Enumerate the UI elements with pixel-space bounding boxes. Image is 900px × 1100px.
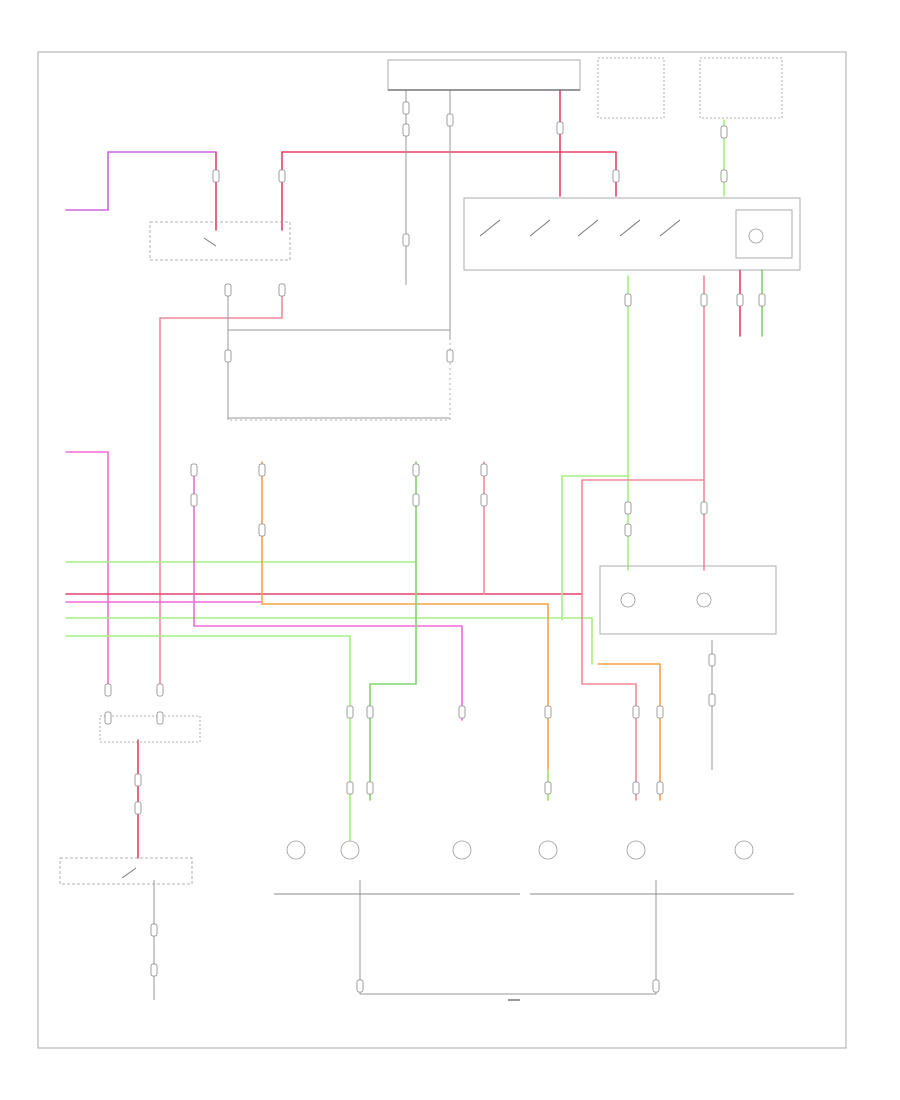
fuse-a-box xyxy=(597,57,665,119)
components xyxy=(59,57,801,1001)
connector-31 xyxy=(156,683,164,697)
connector-47 xyxy=(708,653,716,667)
connector-21 xyxy=(480,493,488,507)
connector-27 xyxy=(624,501,632,515)
connector-3 xyxy=(402,101,410,115)
wire-pink-center xyxy=(193,469,463,721)
hazard-switch-contact xyxy=(121,867,137,879)
connector-10 xyxy=(278,283,286,297)
connector-17 xyxy=(412,463,420,477)
connector-12 xyxy=(446,349,454,363)
diagram-frame xyxy=(37,51,847,1049)
combo-switch-contact xyxy=(203,237,217,247)
connector-38 xyxy=(458,705,466,719)
hazard-indicator-lamp xyxy=(748,228,764,244)
turn-signal-switch-box xyxy=(227,329,451,421)
connector-5 xyxy=(556,121,564,135)
wire-feed-left xyxy=(65,151,217,211)
combo-switch-box xyxy=(149,221,291,261)
connector-1 xyxy=(212,169,220,183)
instrument-cluster-box xyxy=(599,565,777,635)
connector-34 xyxy=(134,773,142,787)
wire-green-center xyxy=(369,461,417,801)
wire-red-flasher xyxy=(581,275,705,801)
connector-52 xyxy=(652,979,660,993)
left-park-lamp xyxy=(286,840,306,860)
connector-36 xyxy=(346,705,354,719)
connector-24 xyxy=(700,293,708,307)
fuse-b-box xyxy=(699,57,783,119)
connector-18 xyxy=(480,463,488,477)
connectors xyxy=(104,101,766,993)
hazard-switch-box xyxy=(59,857,193,885)
connector-37 xyxy=(366,705,374,719)
right-park-lamp xyxy=(734,840,754,860)
right-turn-lamp xyxy=(626,840,646,860)
connector-23 xyxy=(624,293,632,307)
connector-20 xyxy=(412,493,420,507)
wire-grey-ground-loop xyxy=(359,880,657,995)
connector-16 xyxy=(258,463,266,477)
connector-42 xyxy=(346,781,354,795)
connector-4 xyxy=(446,113,454,127)
connector-35 xyxy=(134,801,142,815)
connector-46 xyxy=(656,781,664,795)
right-side-marker xyxy=(538,840,558,860)
hazard-lamp-box xyxy=(735,209,793,259)
turn-switch-box xyxy=(463,197,801,271)
turn-switch-contacts xyxy=(479,219,681,237)
hazard-switch-upper xyxy=(99,715,201,743)
left-side-marker xyxy=(452,840,472,860)
connector-13 xyxy=(402,123,410,137)
connector-30 xyxy=(104,683,112,697)
wire-bus-green-3 xyxy=(65,635,351,801)
connector-25 xyxy=(736,293,744,307)
connector-8 xyxy=(720,169,728,183)
connector-45 xyxy=(632,781,640,795)
connector-19 xyxy=(190,493,198,507)
connector-2 xyxy=(278,169,286,183)
connector-44 xyxy=(544,781,552,795)
connector-15 xyxy=(190,463,198,477)
connector-29 xyxy=(624,523,632,537)
connector-26 xyxy=(758,293,766,307)
connector-33 xyxy=(156,711,164,725)
wire-red-left-long xyxy=(159,289,283,691)
wire-green-flasher xyxy=(561,275,629,621)
connector-50 xyxy=(150,963,158,977)
connector-22 xyxy=(258,523,266,537)
connector-32 xyxy=(104,711,112,725)
connector-14 xyxy=(402,233,410,247)
connector-28 xyxy=(700,501,708,515)
connector-7 xyxy=(720,125,728,139)
connector-41 xyxy=(656,705,664,719)
connector-43 xyxy=(366,781,374,795)
connector-6 xyxy=(612,169,620,183)
connector-11 xyxy=(224,349,232,363)
connector-49 xyxy=(150,923,158,937)
wire-pink-left xyxy=(65,451,109,691)
left-turn-lamp xyxy=(340,840,360,860)
wire-orange-2 xyxy=(597,663,661,801)
connector-48 xyxy=(708,693,716,707)
wires xyxy=(65,89,763,1000)
left-turn-indicator xyxy=(620,592,636,608)
wire-orange-1 xyxy=(261,461,549,801)
top-relay-box xyxy=(387,59,581,91)
right-turn-indicator xyxy=(696,592,712,608)
connector-39 xyxy=(544,705,552,719)
connector-51 xyxy=(356,979,364,993)
connector-40 xyxy=(632,705,640,719)
connector-9 xyxy=(224,283,232,297)
